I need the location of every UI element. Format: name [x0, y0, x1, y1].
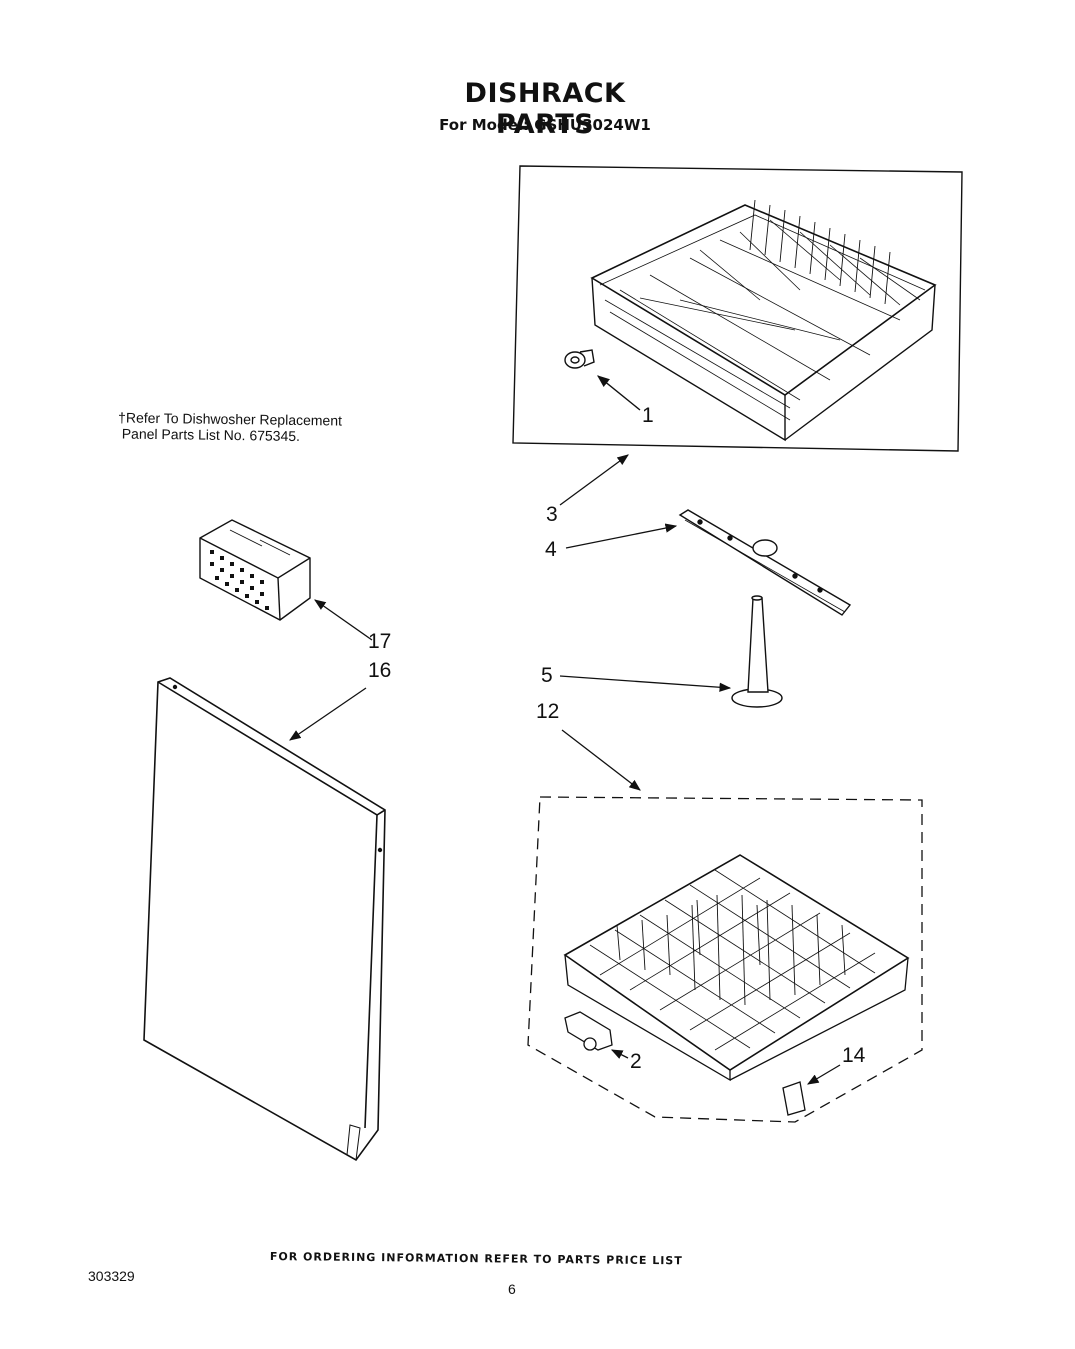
- lower-rack-assembly: [527, 796, 923, 1123]
- callout-1: 1: [642, 404, 654, 427]
- callout-4: 4: [545, 538, 557, 561]
- spray-manifold: [731, 595, 783, 708]
- callout-3: 3: [546, 503, 558, 526]
- model-subtitle: For Model: GSHU3024W1: [439, 116, 651, 134]
- spray-arm: [678, 509, 852, 616]
- document-number: 303329: [88, 1268, 135, 1284]
- roller-part-1: [564, 349, 595, 369]
- upper-rack-assembly: [512, 165, 963, 452]
- callout-5: 5: [541, 664, 553, 687]
- callout-17: 17: [368, 630, 392, 653]
- page-number: 6: [508, 1281, 516, 1297]
- door-panel: [143, 677, 386, 1162]
- lower-rack-frame: [527, 796, 923, 1123]
- clip-part-14: [782, 1081, 806, 1116]
- roller-part-2: [564, 1011, 613, 1051]
- callout-12: 12: [536, 700, 560, 723]
- page-title: DISHRACK PARTS: [464, 78, 626, 140]
- callout-14: 14: [842, 1044, 866, 1067]
- callout-2: 2: [630, 1050, 642, 1073]
- callout-16: 16: [368, 659, 392, 682]
- upper-rack-frame: [512, 165, 963, 452]
- silverware-basket: [199, 519, 311, 621]
